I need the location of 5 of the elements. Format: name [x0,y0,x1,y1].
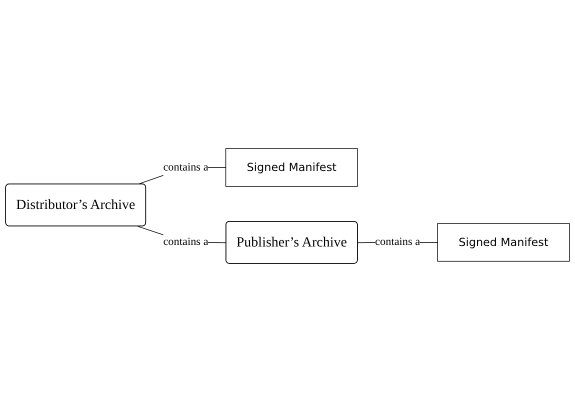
edge-label: contains a [163,160,208,173]
node-box: Signed Manifest [437,222,570,262]
edge-label: contains a [163,236,208,248]
node-box: Signed Manifest [225,148,358,186]
edge-label: contains a [375,236,420,248]
